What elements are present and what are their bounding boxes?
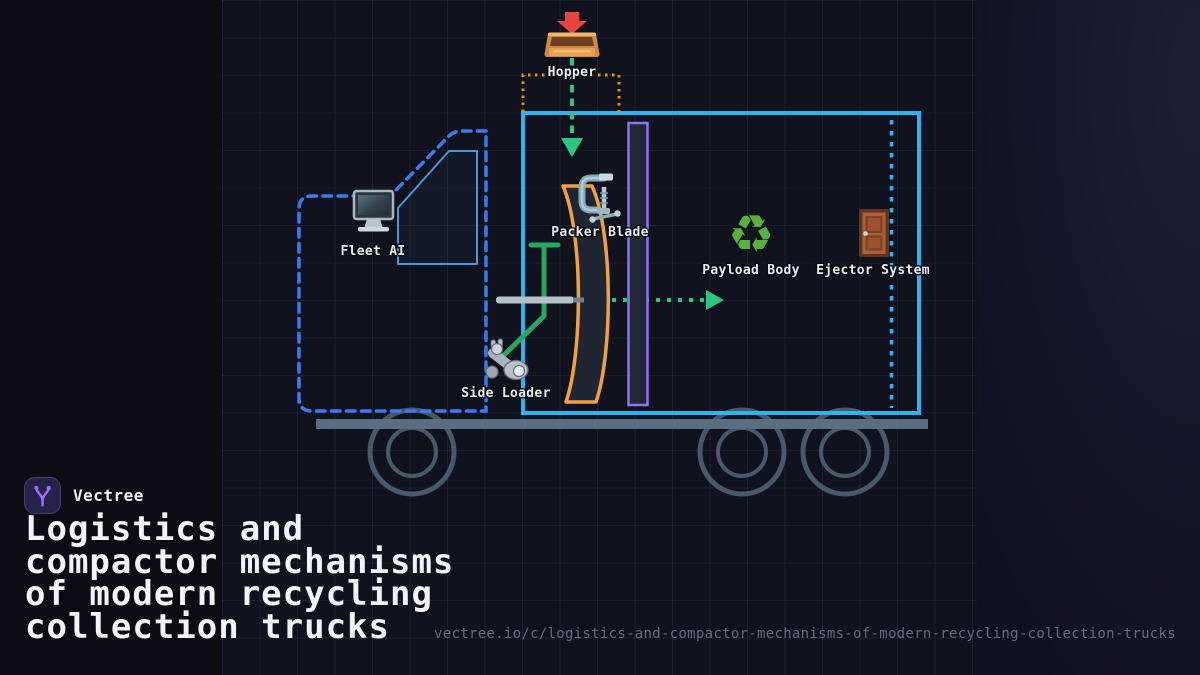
- label-payload-body: Payload Body: [702, 263, 800, 278]
- truck-body-outline: [521, 111, 921, 415]
- label-fleet-ai: Fleet AI: [340, 244, 405, 259]
- arrow-head: [706, 290, 724, 310]
- wheel-tire: [697, 407, 787, 497]
- compaction-flow-arrow: [612, 290, 724, 310]
- label-packer-blade: Packer Blade: [551, 225, 649, 240]
- page-url: vectree.io/c/logistics-and-compactor-mec…: [434, 626, 1176, 642]
- mechanical-arm-icon: [485, 338, 529, 381]
- brand-block: Vectree: [24, 477, 144, 514]
- chassis-bar: [316, 419, 928, 429]
- wheel-rim: [386, 426, 438, 478]
- inbox-tray-icon: [544, 12, 600, 57]
- hydraulic-piston: [496, 296, 584, 304]
- door-icon: [859, 209, 889, 257]
- piston-tip: [573, 297, 584, 303]
- recycling-icon: ♻: [728, 205, 775, 265]
- hopper-zone-outline: [521, 73, 621, 112]
- desktop-computer-icon: [352, 189, 395, 232]
- label-side-loader: Side Loader: [461, 386, 550, 401]
- gravity-flow-arrow: [561, 58, 583, 157]
- background-gradient: [977, 0, 1200, 675]
- clamp-icon: [578, 173, 621, 223]
- vectree-branch-icon: [34, 485, 51, 507]
- press-plate: [627, 121, 649, 407]
- wheel-rim: [819, 426, 871, 478]
- piston-rod: [496, 296, 574, 304]
- windshield-outline: [397, 150, 478, 265]
- brand-logo: [24, 477, 61, 514]
- brand-name: Vectree: [73, 486, 144, 505]
- packer-blade-shape: [561, 184, 611, 404]
- label-hopper: Hopper: [548, 65, 597, 80]
- label-ejector-system: Ejector System: [816, 263, 930, 278]
- loader-arm-linkage: [501, 242, 561, 358]
- wheel-rim: [716, 426, 768, 478]
- page-title: Logistics and compactor mechanisms of mo…: [25, 509, 455, 647]
- wheel-tire: [800, 407, 890, 497]
- arrow-head: [561, 138, 583, 157]
- cab-outline: [297, 129, 488, 413]
